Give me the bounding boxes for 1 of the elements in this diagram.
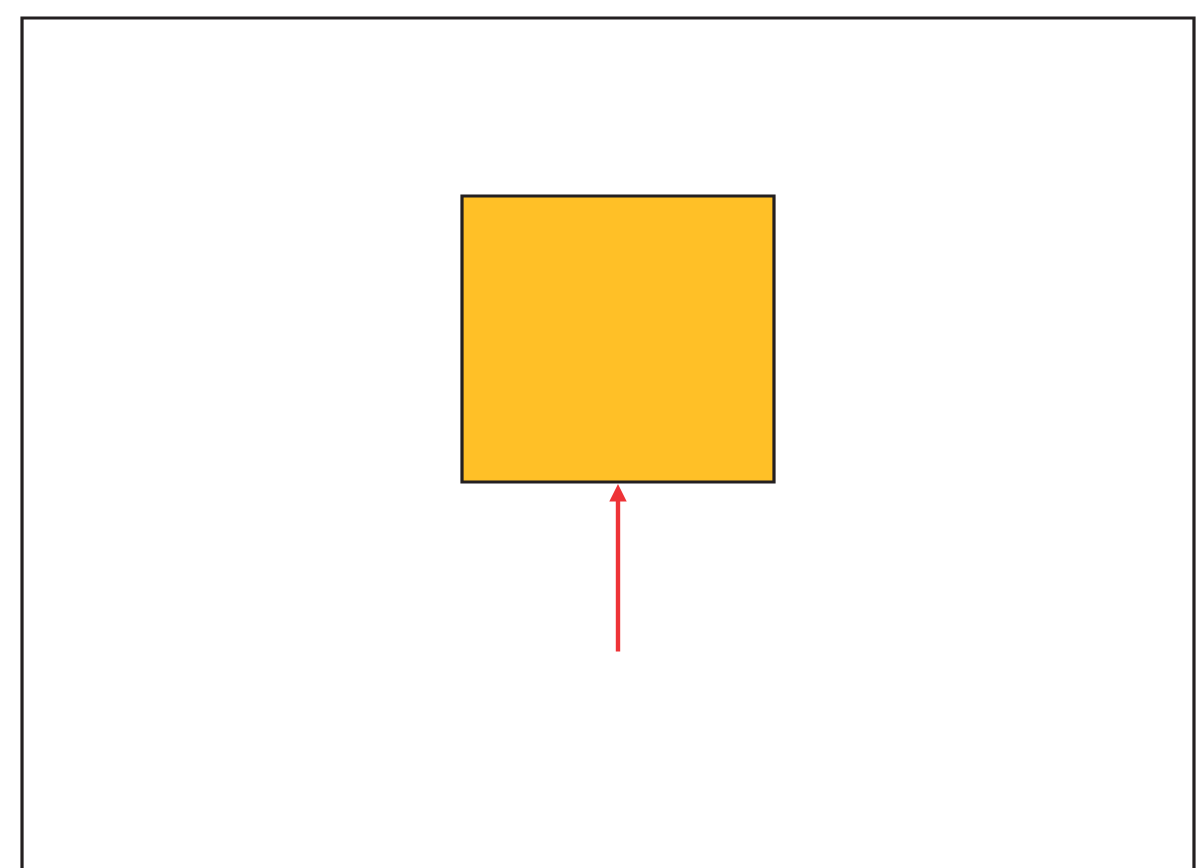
square xyxy=(460,194,776,484)
